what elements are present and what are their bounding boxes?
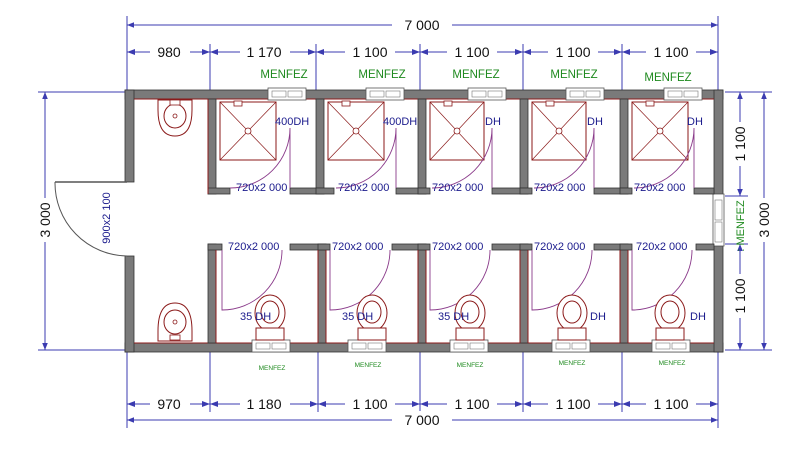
top-dimension-0: 980 <box>157 44 181 60</box>
bottom-dimension-1: 1 180 <box>246 396 281 412</box>
right-bottom-dimension: 1 100 <box>732 278 748 313</box>
top-dimension-1: 1 170 <box>246 44 281 60</box>
window-label-bottom-4: MENFEZ <box>559 360 586 367</box>
toilet-label-2: 35 DH <box>342 311 373 323</box>
shower-door-5: 720x2 000 <box>634 182 685 194</box>
window-label-top-2: MENFEZ <box>358 69 405 81</box>
bottom-dimensions: 970 1 180 1 100 1 100 1 100 1 100 7 000 <box>126 340 719 429</box>
toilet-label-3: 35 DH <box>438 311 469 323</box>
right-height-dimension: 3 000 <box>756 202 772 237</box>
shower-door-1: 720x2 000 <box>236 182 287 194</box>
window-label-bottom-5: MENFEZ <box>659 360 686 367</box>
window-label-top-4: MENFEZ <box>550 69 597 81</box>
shower-label-1: 400DH <box>275 116 309 128</box>
entrance-door: 900x2 100 <box>54 181 128 257</box>
window-label-bottom-1: MENFEZ <box>259 365 286 372</box>
shower-label-5: DH <box>687 116 703 128</box>
toilet-label-1: 35 DH <box>240 311 271 323</box>
toilet-door-3: 720x2 000 <box>432 241 483 253</box>
toilet-stalls: 35 DH 35 DH 35 DH DH DH 720x2 000 720x2 … <box>207 99 715 372</box>
toilet-door-5: 720x2 000 <box>636 241 687 253</box>
left-height-dimension: 3 000 <box>37 202 53 237</box>
top-dimension-4: 1 100 <box>555 44 590 60</box>
shower-label-2: 400DH <box>383 116 417 128</box>
bottom-dimension-4: 1 100 <box>555 396 590 412</box>
top-dimensions: 7 000 980 1 170 1 100 1 100 1 100 <box>126 16 719 110</box>
shower-door-2: 720x2 000 <box>338 182 389 194</box>
left-dimension: 3 000 <box>36 91 127 351</box>
shower-door-3: 720x2 000 <box>432 182 483 194</box>
toilet-door-2: 720x2 000 <box>332 241 383 253</box>
toilet-door-4: 720x2 000 <box>534 241 585 253</box>
shower-label-3: DH <box>485 116 501 128</box>
right-window <box>712 193 725 247</box>
bottom-dimension-2: 1 100 <box>352 396 387 412</box>
top-total-dimension: 7 000 <box>404 17 439 33</box>
bottom-dimension-3: 1 100 <box>454 396 489 412</box>
window-label-top-3: MENFEZ <box>452 69 499 81</box>
window-label-bottom-2: MENFEZ <box>355 362 382 369</box>
window-label-bottom-3: MENFEZ <box>457 362 484 369</box>
right-top-dimension: 1 100 <box>732 126 748 161</box>
top-dimension-5: 1 100 <box>653 44 688 60</box>
window-label-top-1: MENFEZ <box>260 69 307 81</box>
toilet-label-4: DH <box>590 311 606 323</box>
window-label-top-5: MENFEZ <box>644 72 691 84</box>
shower-label-4: DH <box>587 116 603 128</box>
shower-door-4: 720x2 000 <box>534 182 585 194</box>
entrance-door-label: 900x2 100 <box>101 192 113 243</box>
shower-stalls: 400DH 400DH DH DH DH 720x2 000 720x2 000… <box>207 69 715 195</box>
top-dimension-2: 1 100 <box>352 44 387 60</box>
bottom-dimension-0: 970 <box>157 396 181 412</box>
bottom-total-dimension: 7 000 <box>404 412 439 428</box>
toilet-label-5: DH <box>690 311 706 323</box>
toilet-door-1: 720x2 000 <box>228 241 279 253</box>
top-dimension-3: 1 100 <box>454 44 489 60</box>
sinks <box>157 99 193 342</box>
right-dimensions: 1 100 1 100 3 000 : MENFEZ <box>725 91 773 351</box>
window-label-right: : MENFEZ <box>735 200 747 252</box>
bottom-dimension-5: 1 100 <box>653 396 688 412</box>
